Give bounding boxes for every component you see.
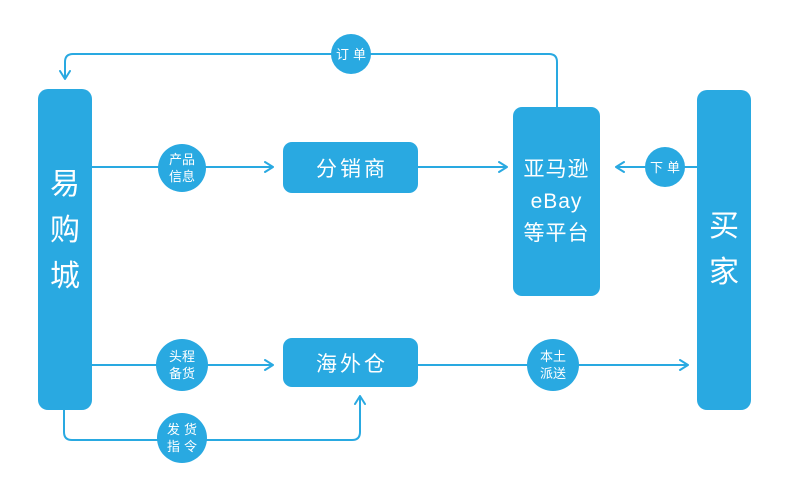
platform-label-line1: 亚马逊 xyxy=(523,157,590,181)
badge-place-order: 下单 xyxy=(645,147,685,187)
node-overseas-warehouse: 海外仓 xyxy=(283,338,418,387)
edge-dispatch-line xyxy=(63,395,366,441)
buyer-label: 买家 xyxy=(709,210,739,289)
product-info-label-line1: 产品 xyxy=(168,152,195,167)
badge-first-leg-stocking: 头程 备货 xyxy=(156,339,208,391)
node-buyer: 买家 xyxy=(697,90,751,410)
platform-label-line3: 等平台 xyxy=(523,221,590,245)
edge-order-line xyxy=(59,53,558,108)
first-leg-label-line1: 头程 xyxy=(168,349,195,364)
place-order-label: 下单 xyxy=(649,159,684,175)
local-delivery-label-line2: 派送 xyxy=(539,366,566,381)
platform-label-line2: eBay xyxy=(530,189,583,213)
dispatch-label-line2: 指令 xyxy=(166,439,201,454)
store-label: 易购城 xyxy=(50,167,80,293)
badge-dispatch-instruction: 发货 指令 xyxy=(157,413,207,463)
node-platform: 亚马逊 eBay 等平台 xyxy=(513,107,600,296)
edge-distributor-to-platform-line xyxy=(417,161,508,173)
badge-local-delivery: 本土 派送 xyxy=(527,339,579,391)
node-distributor: 分销商 xyxy=(283,142,418,193)
dispatch-label-line1: 发货 xyxy=(166,422,201,437)
first-leg-label-line2: 备货 xyxy=(168,366,195,381)
badge-product-info: 产品 信息 xyxy=(158,144,206,192)
product-info-label-line2: 信息 xyxy=(168,169,195,184)
badge-order: 订单 xyxy=(331,34,371,74)
local-delivery-label-line1: 本土 xyxy=(539,349,566,364)
distributor-label: 分销商 xyxy=(316,157,388,181)
node-store: 易购城 xyxy=(38,89,92,410)
order-label: 订单 xyxy=(335,46,370,62)
overseas-warehouse-label: 海外仓 xyxy=(316,352,388,376)
